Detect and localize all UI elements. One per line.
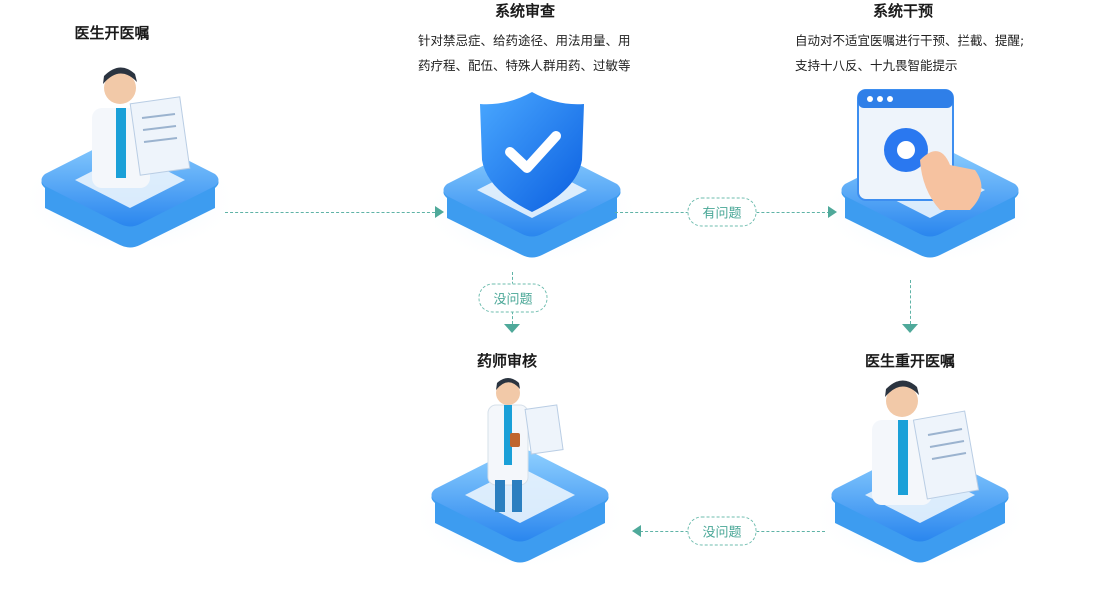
edge-label-no-problem: 没问题: [687, 516, 757, 546]
pharmacist-icon: [487, 378, 564, 512]
arrow-right-icon: [828, 206, 837, 218]
node-title-doctor-prescribe: 医生开医嘱: [74, 24, 150, 42]
node-system-review: [432, 70, 632, 270]
doctor-icon: [872, 380, 980, 505]
node-title-pharmacist-review: 药师审核: [476, 352, 538, 370]
edge-label-has-problem: 有问题: [687, 197, 757, 227]
node-doctor-represcribe: [820, 375, 1020, 575]
shield-check-icon: [480, 92, 584, 212]
node-title-system-intervene: 系统干预: [872, 2, 934, 20]
node-pharmacist-review: [420, 375, 620, 575]
node-title-system-review: 系统审查: [494, 2, 556, 20]
node-doctor-prescribe: [30, 60, 230, 260]
doctor-icon: [92, 67, 191, 188]
arrow-down-icon: [902, 324, 918, 333]
desc-line: 药疗程、配伍、特殊人群用药、过敏等: [418, 58, 631, 73]
connector-line: [910, 280, 911, 324]
desc-line: 针对禁忌症、给药途径、用法用量、用: [418, 33, 631, 48]
desc-line: 自动对不适宜医嘱进行干预、拦截、提醒;: [795, 33, 1025, 48]
arrow-left-icon: [632, 525, 641, 537]
gear-click-icon: [857, 89, 982, 210]
system-review-desc: 针对禁忌症、给药途径、用法用量、用 药疗程、配伍、特殊人群用药、过敏等: [418, 28, 631, 78]
desc-line: 支持十八反、十九畏智能提示: [795, 58, 958, 73]
edge-label-no-problem: 没问题: [478, 283, 548, 313]
node-system-intervene: [830, 70, 1030, 270]
system-intervene-desc: 自动对不适宜医嘱进行干预、拦截、提醒; 支持十八反、十九畏智能提示: [795, 28, 1024, 78]
node-title-doctor-represcribe: 医生重开医嘱: [864, 352, 956, 370]
arrow-right-icon: [435, 206, 444, 218]
arrow-down-icon: [504, 324, 520, 333]
connector-line: [225, 212, 435, 213]
